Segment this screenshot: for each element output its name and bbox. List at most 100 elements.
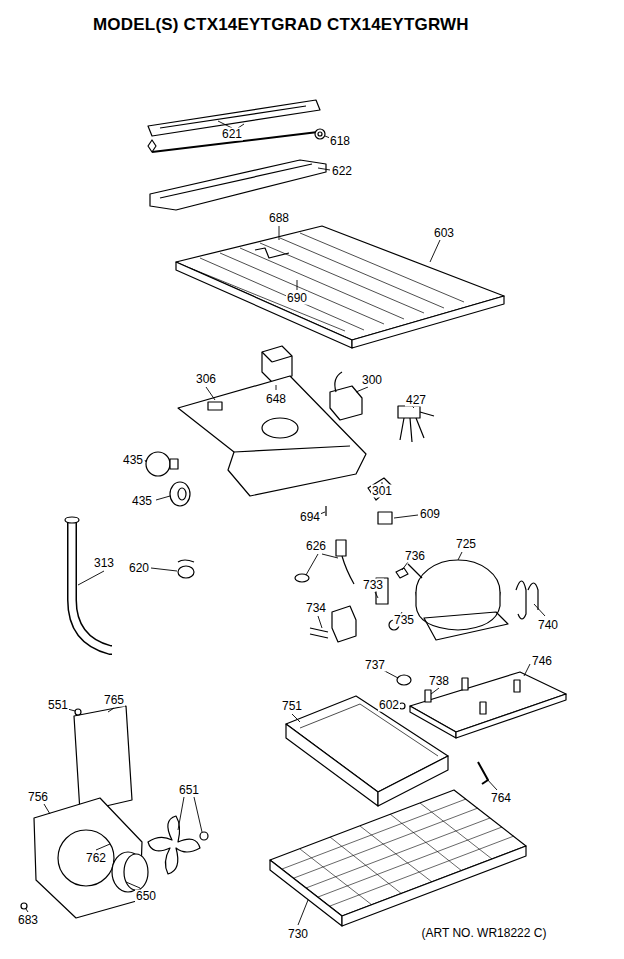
shelf-ribs	[190, 233, 464, 331]
callout-number: 306	[195, 373, 217, 386]
plate-edge	[410, 706, 456, 738]
plate-edge	[456, 694, 566, 738]
bulb-base	[170, 459, 178, 469]
callout-number: 621	[221, 128, 243, 141]
callout-number: 735	[393, 614, 415, 627]
callout-number: 764	[490, 792, 512, 805]
callout-number: 603	[433, 227, 455, 240]
rod-end	[148, 140, 156, 152]
callout-number: 427	[405, 394, 427, 407]
callout-number: 765	[103, 694, 125, 707]
overload	[336, 540, 346, 556]
callout-number: 300	[361, 374, 383, 387]
connector	[398, 406, 420, 418]
diagram-title: MODEL(S) CTX14EYTGRAD CTX14EYTGRWH	[93, 15, 469, 35]
relay	[332, 606, 356, 642]
callout-number: 435	[122, 454, 144, 467]
callout-number: 650	[135, 890, 157, 903]
bracket-edge	[160, 106, 306, 128]
callout-number: 736	[404, 550, 426, 563]
housing-tab	[208, 402, 222, 410]
shelf-edge	[160, 164, 312, 198]
drain-tube-end	[65, 517, 79, 523]
callout-number: 648	[265, 393, 287, 406]
screw	[75, 709, 81, 715]
light-socket	[170, 482, 190, 506]
pan-edge	[286, 724, 378, 806]
grommet	[178, 560, 194, 562]
grommet	[397, 675, 411, 685]
callout-number: 618	[329, 135, 351, 148]
leader-lines	[26, 121, 545, 925]
drain-tube	[72, 522, 112, 650]
callout-number: 313	[93, 557, 115, 570]
relay-clip	[310, 628, 328, 638]
overload-wire	[342, 556, 354, 584]
grommet	[178, 566, 194, 578]
shelf-edge	[176, 262, 352, 348]
housing-hole	[262, 418, 298, 438]
drain-tube	[72, 522, 112, 650]
callout-number: 746	[531, 655, 553, 668]
tube	[516, 581, 538, 619]
callout-number: 751	[281, 700, 303, 713]
thermostat-wire	[335, 372, 342, 392]
overload-part	[295, 574, 309, 582]
callout-number: 762	[85, 852, 107, 865]
light-bulb	[146, 452, 170, 476]
callout-number: 737	[364, 659, 386, 672]
shelf	[176, 226, 504, 340]
bracket	[478, 762, 488, 784]
callout-number: 694	[299, 511, 321, 524]
screw	[325, 506, 326, 516]
callout-number: 688	[268, 212, 290, 225]
art-number: (ART NO. WR18222 C)	[421, 927, 548, 940]
nut	[200, 832, 208, 840]
callout-number: 734	[305, 602, 327, 615]
shelf	[150, 160, 326, 210]
callout-number: 602	[378, 699, 400, 712]
callout-number: 730	[287, 928, 309, 941]
callout-number: 683	[17, 914, 39, 927]
callout-number: 626	[305, 540, 327, 553]
fan-motor	[124, 854, 148, 890]
shelf-edge	[352, 296, 504, 348]
callout-number: 733	[362, 579, 384, 592]
fan-blade	[148, 816, 200, 874]
shroud-opening	[58, 830, 114, 886]
damper-edge	[272, 356, 292, 362]
condenser-edge	[342, 846, 526, 926]
callout-number: 609	[419, 508, 441, 521]
spring	[315, 129, 325, 139]
callout-number: 738	[428, 675, 450, 688]
callout-number: 740	[537, 619, 559, 632]
parts-drawing	[21, 100, 566, 926]
callout-number: 725	[455, 538, 477, 551]
connector-wires	[400, 412, 434, 442]
callout-number: 622	[331, 165, 353, 178]
light-socket	[178, 488, 186, 500]
callout-number: 435	[131, 495, 153, 508]
shelf-notch	[255, 248, 289, 258]
control-housing	[178, 376, 366, 496]
housing-edge	[234, 446, 350, 452]
spring	[318, 132, 322, 136]
cover	[74, 706, 132, 812]
damper-edge	[262, 352, 272, 362]
clip	[378, 512, 392, 524]
callout-number: 756	[27, 791, 49, 804]
callout-number: 301	[371, 485, 393, 498]
condenser-wires	[282, 799, 514, 906]
screw	[21, 903, 27, 909]
condenser-edge	[270, 860, 342, 926]
pan-rim	[300, 704, 438, 756]
compressor-base	[424, 612, 508, 640]
compressor-body	[416, 592, 500, 630]
callout-number: 551	[47, 699, 69, 712]
callout-number: 620	[128, 562, 150, 575]
callout-number: 651	[178, 784, 200, 797]
compressor-tube	[408, 564, 422, 578]
callout-number: 690	[286, 292, 308, 305]
